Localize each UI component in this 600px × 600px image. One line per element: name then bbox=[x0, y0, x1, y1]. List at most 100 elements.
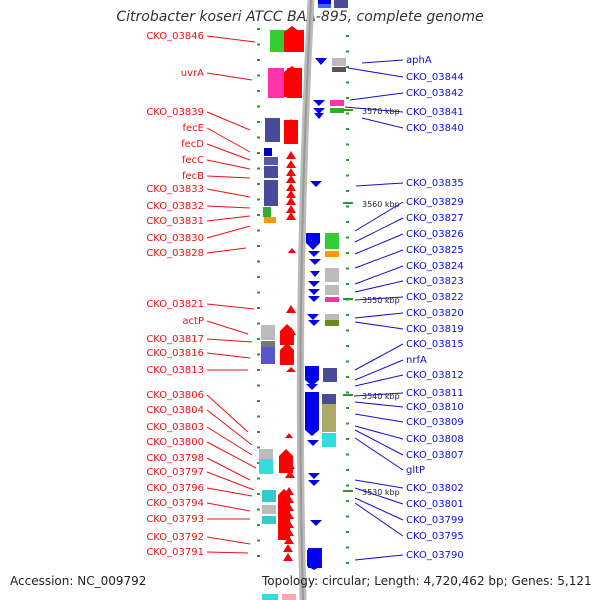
tick-dot bbox=[346, 66, 349, 68]
tick-dot bbox=[257, 229, 260, 232]
feature-block bbox=[259, 449, 273, 459]
label-leader-line bbox=[206, 426, 253, 456]
gene-label-left: CKO_03846 bbox=[146, 31, 204, 42]
label-leader-line bbox=[355, 182, 404, 187]
forward-gene-arrow bbox=[286, 205, 296, 213]
forward-gene-arrow bbox=[286, 212, 296, 220]
gene-label-right: CKO_03802 bbox=[406, 483, 464, 494]
label-leader-line bbox=[354, 401, 404, 408]
label-leader-line bbox=[206, 487, 253, 497]
tick-dot bbox=[346, 143, 349, 146]
label-leader-line bbox=[354, 429, 404, 456]
gene-label-left: CKO_03797 bbox=[146, 467, 204, 478]
gene-label-right: CKO_03808 bbox=[406, 434, 464, 445]
label-leader-line bbox=[354, 359, 404, 381]
tick-dot bbox=[346, 81, 349, 84]
forward-gene-arrow bbox=[284, 66, 300, 97]
label-leader-line bbox=[206, 72, 253, 81]
gene-label-left: CKO_03794 bbox=[146, 498, 204, 509]
tick-dot bbox=[346, 484, 349, 487]
reverse-gene-arrow bbox=[308, 320, 320, 326]
scale-tick bbox=[343, 298, 353, 300]
label-leader-line bbox=[206, 409, 253, 446]
feature-block bbox=[325, 268, 339, 282]
tick-dot bbox=[257, 90, 260, 92]
label-leader-line bbox=[354, 265, 404, 285]
label-leader-line bbox=[354, 249, 404, 269]
label-leader-line bbox=[206, 127, 251, 153]
forward-gene-arrow bbox=[278, 489, 290, 540]
tick-dot bbox=[257, 59, 260, 61]
accession-text: Accession: NC_009792 bbox=[10, 574, 147, 588]
tick-dot bbox=[346, 345, 349, 347]
gene-label-left: CKO_03791 bbox=[146, 547, 204, 558]
feature-block bbox=[262, 490, 276, 502]
gene-label-right: gltP bbox=[406, 465, 425, 476]
feature-block bbox=[323, 368, 337, 382]
gene-label-left: CKO_03831 bbox=[146, 216, 204, 227]
tick-dot bbox=[257, 152, 260, 154]
tick-dot bbox=[346, 329, 349, 332]
feature-block bbox=[262, 505, 276, 514]
reverse-gene-arrow bbox=[308, 251, 320, 257]
tick-dot bbox=[257, 446, 260, 449]
tick-dot bbox=[257, 555, 260, 557]
label-leader-line bbox=[354, 554, 404, 561]
tick-dot bbox=[257, 415, 260, 418]
tick-dot bbox=[346, 252, 349, 254]
reverse-gene-arrow bbox=[306, 384, 318, 390]
gene-label-left: CKO_03816 bbox=[146, 348, 204, 359]
tick-dot bbox=[346, 422, 349, 425]
reverse-gene-arrow bbox=[307, 550, 321, 570]
gene-label-right: CKO_03829 bbox=[406, 197, 464, 208]
tick-dot bbox=[257, 307, 260, 309]
gene-label-right: CKO_03826 bbox=[406, 229, 464, 240]
tick-dot bbox=[257, 136, 260, 139]
tick-dot bbox=[346, 174, 349, 177]
reverse-gene-arrow bbox=[308, 296, 320, 302]
feature-block bbox=[322, 433, 336, 447]
label-leader-line bbox=[354, 487, 404, 505]
tick-dot bbox=[257, 198, 260, 201]
feature-block bbox=[325, 233, 339, 249]
forward-gene-arrow bbox=[285, 470, 295, 478]
gene-label-left: uvrA bbox=[181, 68, 204, 79]
tick-dot bbox=[257, 276, 260, 278]
gene-label-left: CKO_03800 bbox=[146, 437, 204, 448]
scale-tick bbox=[343, 109, 353, 111]
chromosome-backbone-core bbox=[299, 0, 312, 600]
forward-gene-arrow bbox=[286, 168, 296, 176]
tick-dot bbox=[346, 236, 349, 239]
scale-tick bbox=[343, 394, 353, 396]
label-leader-line bbox=[206, 188, 251, 198]
gene-label-left: fecE bbox=[183, 123, 205, 134]
label-leader-line bbox=[354, 312, 404, 319]
reverse-gene-arrow bbox=[305, 366, 319, 386]
feature-block bbox=[264, 180, 278, 206]
label-leader-line bbox=[354, 437, 404, 471]
label-leader-line bbox=[206, 352, 251, 359]
forward-gene-arrow bbox=[286, 160, 296, 168]
feature-block bbox=[330, 100, 344, 106]
feature-block bbox=[264, 148, 272, 156]
tick-dot bbox=[346, 376, 349, 378]
label-leader-line bbox=[206, 247, 247, 254]
feature-block bbox=[334, 0, 348, 8]
tick-dot bbox=[257, 508, 260, 511]
label-leader-line bbox=[206, 159, 251, 170]
reverse-gene-arrow bbox=[310, 520, 322, 526]
tick-dot bbox=[257, 493, 260, 495]
label-leader-line bbox=[206, 536, 251, 545]
gene-label-right: CKO_03790 bbox=[406, 550, 464, 561]
feature-block bbox=[261, 325, 275, 340]
tick-dot bbox=[346, 531, 349, 533]
gene-label-right: nrfA bbox=[406, 355, 427, 366]
reverse-gene-arrow bbox=[308, 281, 320, 287]
label-leader-line bbox=[206, 225, 251, 239]
label-leader-line bbox=[354, 479, 404, 489]
gene-label-left: CKO_03828 bbox=[146, 248, 204, 259]
tick-dot bbox=[257, 167, 260, 170]
label-leader-line bbox=[206, 457, 251, 481]
gene-label-right: CKO_03825 bbox=[406, 245, 464, 256]
